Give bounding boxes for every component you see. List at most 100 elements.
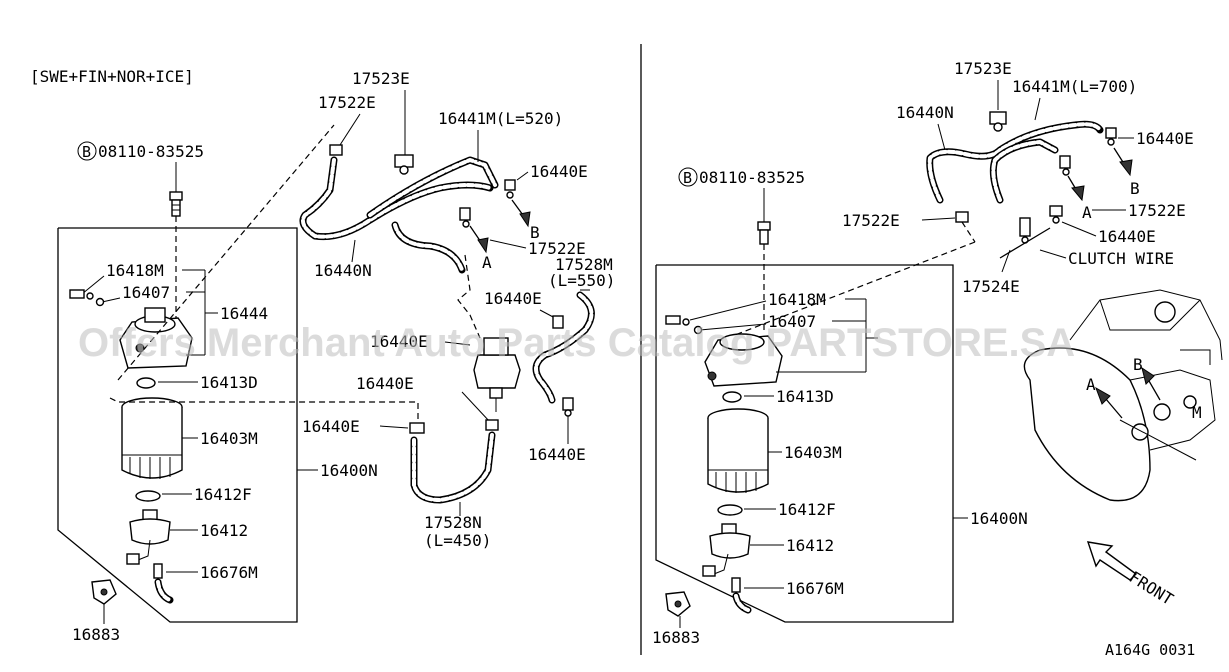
clip-17522E-icon — [329, 144, 343, 156]
clamp-16440E-b-icon — [552, 315, 564, 329]
left-panel: [SWE+FIN+NOR+ICE] B 08110-83525 16400N 1… — [30, 67, 615, 644]
figure-code: A164G 0031 — [1105, 641, 1195, 659]
label-17528N: 17528N — [424, 513, 482, 532]
label-17523E: 17523E — [352, 69, 410, 88]
clamp-17523E-icon-right — [989, 111, 1007, 132]
bolt-icon-right — [757, 221, 771, 245]
label-16412-right: 16412 — [786, 536, 834, 555]
clutch-wire-line — [999, 227, 1051, 259]
clamp-16440E-c-icon — [485, 419, 499, 431]
clamp-16440E-e-icon — [562, 397, 574, 417]
label-16441M-right: 16441M(L=700) — [1012, 77, 1137, 96]
label-16403M: 16403M — [200, 429, 258, 448]
label-16412F: 16412F — [194, 485, 252, 504]
variant-label: [SWE+FIN+NOR+ICE] — [30, 67, 194, 86]
label-17528M-length: (L=550) — [548, 271, 615, 290]
label-16403M-right: 16403M — [784, 443, 842, 462]
label-16440E-d: 16440E — [302, 417, 360, 436]
clamp-17523E-icon — [394, 154, 414, 175]
mark-A2: A — [1086, 375, 1096, 394]
arrow-A-icon — [477, 237, 489, 254]
label-16440E-e: 16440E — [528, 445, 586, 464]
bolt-circle-icon — [77, 141, 97, 161]
clip-16418M-icon — [69, 289, 94, 300]
label-17522E-b: 17522E — [528, 239, 586, 258]
water-sensor-16412-icon-right — [702, 523, 751, 577]
arrow-B-icon — [519, 211, 531, 228]
fuel-filter-16403M-icon — [121, 397, 183, 479]
water-sensor-16412-icon — [126, 509, 171, 565]
bracket-outline-16400N-right — [655, 264, 954, 623]
fuel-filter-16403M-icon-right — [707, 408, 769, 493]
label-16400N: 16400N — [320, 461, 378, 480]
label-16440E-b: 16440E — [484, 289, 542, 308]
label-clutch-wire: CLUTCH WIRE — [1068, 249, 1174, 268]
filter-head-16444-icon-right — [704, 333, 866, 387]
o-ring-16412F-icon — [135, 490, 161, 502]
clamp-16440E-d-icon — [409, 422, 425, 434]
label-17523E-right: 17523E — [954, 59, 1012, 78]
label-16676M-right: 16676M — [786, 579, 844, 598]
clamp-16440E-a-icon-right — [1105, 127, 1117, 146]
label-16418M-right: 16418M — [768, 290, 826, 309]
drain-hose-16676M-icon-right — [731, 577, 752, 614]
label-16413D: 16413D — [200, 373, 258, 392]
clip-17524E-icon-right — [1019, 217, 1031, 244]
label-16412F-right: 16412F — [778, 500, 836, 519]
arrow-A-icon-right — [1071, 185, 1085, 202]
drain-hose-16676M-icon — [153, 563, 174, 604]
label-16440E-c: 16440E — [356, 374, 414, 393]
bolt-circle-icon-right — [678, 167, 698, 187]
bolt-icon — [169, 191, 183, 217]
mark-B2: B — [1133, 355, 1143, 374]
o-ring-16413D-icon — [136, 377, 156, 389]
bracket-16883-icon-right — [665, 591, 691, 617]
engine-bay-icon — [1023, 289, 1223, 502]
label-17522E-top: 17522E — [318, 93, 376, 112]
washer-16407-icon — [95, 297, 105, 307]
clamp-16440E-a-icon — [504, 179, 516, 199]
o-ring-16412F-icon-right — [717, 504, 743, 516]
clip-17522E-b-icon — [459, 207, 471, 228]
arrow-B-icon-right — [1119, 159, 1133, 177]
bolt-part-number-right: 08110-83525 — [699, 168, 805, 187]
mark-M: M — [1192, 403, 1202, 422]
watermark-text: Offers Merchant Auto Parts Catalog PARTS… — [78, 321, 1075, 365]
label-16407-right: 16407 — [768, 312, 816, 331]
front-arrow-icon — [1086, 541, 1138, 581]
bolt-prefix-right: B — [683, 169, 692, 187]
fuel-pump-icon — [473, 337, 521, 412]
label-16400N-right: 16400N — [970, 509, 1028, 528]
label-17522E-a-right: 17522E — [1128, 201, 1186, 220]
washer-16407-icon-right — [693, 325, 703, 335]
label-16676M: 16676M — [200, 563, 258, 582]
label-16440N-right: 16440N — [896, 103, 954, 122]
label-16440E-a-right: 16440E — [1136, 129, 1194, 148]
bracket-16883-icon — [91, 579, 117, 605]
label-front: FRONT — [1126, 567, 1177, 609]
mark-B-right: B — [1130, 179, 1140, 198]
clip-16418M-icon-right — [665, 315, 690, 326]
label-16440E-b-right: 16440E — [1098, 227, 1156, 246]
label-16413D-right: 16413D — [776, 387, 834, 406]
clip-17522E-b-icon-right — [955, 211, 969, 223]
label-17524E: 17524E — [962, 277, 1020, 296]
bracket-outline-16400N — [57, 227, 298, 623]
right-panel: B 08110-83525 16400N 16418M 16407 — [652, 59, 1223, 647]
clamp-16440E-b-icon-right — [1049, 205, 1063, 224]
label-16418M: 16418M — [106, 261, 164, 280]
arrow-B2-icon — [1141, 366, 1155, 385]
mark-A: A — [482, 253, 492, 272]
label-16883: 16883 — [72, 625, 120, 644]
label-17522E-b-right: 17522E — [842, 211, 900, 230]
label-16440N: 16440N — [314, 261, 372, 280]
bolt-prefix: B — [82, 143, 91, 161]
label-17528M: 17528M — [555, 255, 613, 274]
label-16444: 16444 — [220, 304, 268, 323]
label-16407: 16407 — [122, 283, 170, 302]
mark-B: B — [530, 223, 540, 242]
label-16440E-a: 16440E — [530, 162, 588, 181]
label-17528N-length: (L=450) — [424, 531, 491, 550]
o-ring-16413D-icon-right — [722, 391, 742, 403]
